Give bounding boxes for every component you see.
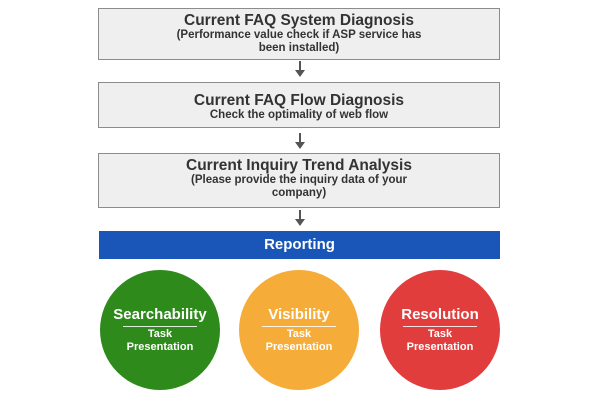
outcome-resolution: Resolution Task Presentation (380, 270, 500, 390)
step-title: Current Inquiry Trend Analysis (186, 157, 412, 174)
outcome-divider (123, 326, 197, 327)
outcome-divider (403, 326, 477, 327)
outcome-desc-line-2: Presentation (265, 340, 333, 353)
step-subtitle-line-2: been installed) (258, 42, 340, 54)
outcome-title: Resolution (401, 306, 479, 323)
step-subtitle-line-2: company) (271, 187, 327, 199)
reporting-bar: Reporting (99, 231, 500, 259)
step-title: Current FAQ Flow Diagnosis (193, 92, 405, 109)
arrow-down-icon (294, 210, 306, 228)
step-subtitle-line-1: Check the optimality of web flow (209, 109, 389, 121)
arrow-down-icon (294, 61, 306, 79)
reporting-label: Reporting (264, 236, 335, 253)
outcome-divider (262, 326, 336, 327)
step-inquiry-trend-analysis: Current Inquiry Trend Analysis (Please p… (98, 153, 500, 208)
outcome-desc-line-1: Task (427, 328, 453, 340)
outcome-title: Searchability (113, 306, 207, 323)
step-faq-flow-diagnosis: Current FAQ Flow Diagnosis Check the opt… (98, 82, 500, 128)
arrow-down-icon (294, 133, 306, 151)
step-subtitle-line-1: (Performance value check if ASP service … (176, 29, 422, 41)
outcome-searchability: Searchability Task Presentation (100, 270, 220, 390)
step-title: Current FAQ System Diagnosis (184, 12, 414, 29)
outcome-desc-line-2: Presentation (126, 340, 194, 353)
outcome-desc-line-2: Presentation (406, 340, 474, 353)
step-subtitle-line-1: (Please provide the inquiry data of your (191, 174, 407, 186)
outcome-title: Visibility (268, 306, 330, 323)
outcome-desc-line-1: Task (286, 328, 312, 340)
step-faq-system-diagnosis: Current FAQ System Diagnosis (Performanc… (98, 8, 500, 60)
outcome-visibility: Visibility Task Presentation (239, 270, 359, 390)
outcome-desc-line-1: Task (147, 328, 173, 340)
